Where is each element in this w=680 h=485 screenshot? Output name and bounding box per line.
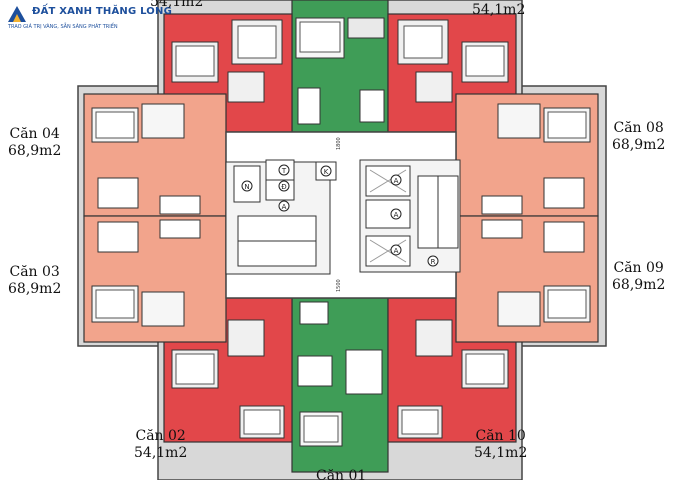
unit-green-bottom[interactable] xyxy=(291,297,389,473)
dimension-top: 1800 xyxy=(336,137,342,150)
mark-a4: A xyxy=(394,247,399,255)
dimension-bottom: 1500 xyxy=(336,279,342,292)
mark-a3: A xyxy=(394,211,399,219)
unit-red-bottom-left[interactable] xyxy=(163,297,293,443)
unit-area: 54,1m2 xyxy=(150,0,204,10)
unit-salmon-right-lower[interactable] xyxy=(455,215,599,343)
unit-name: Căn 03 xyxy=(9,264,60,280)
logo-mark-icon xyxy=(8,6,26,22)
mark-n: N xyxy=(244,183,249,191)
logo-tagline: TRAO GIÁ TRỊ VÀNG, SẴN SÀNG PHÁT TRIỂN xyxy=(8,24,118,30)
mark-a2: A xyxy=(394,177,399,185)
unit-area: 68,9m2 xyxy=(8,143,62,159)
logo: ĐẤT XANH THĂNG LONG TRAO GIÁ TRỊ VÀNG, S… xyxy=(4,2,172,38)
unit-label-can-09: Căn 09 68,9m2 xyxy=(612,260,665,294)
unit-green-top[interactable] xyxy=(291,0,389,133)
unit-area: 54,1m2 xyxy=(134,445,188,461)
unit-label-can-08: Căn 08 68,9m2 xyxy=(612,120,665,154)
unit-name: Căn 02 xyxy=(135,428,186,444)
unit-label-can-10: Căn 10 54,1m2 xyxy=(474,428,527,462)
unit-area: 54,1m2 xyxy=(472,2,526,18)
unit-label-can-01: Căn 01 xyxy=(316,468,366,485)
unit-label-top-right: 54,1m2 xyxy=(472,2,525,19)
unit-name: Căn 01 xyxy=(316,468,367,484)
unit-salmon-left-upper[interactable] xyxy=(83,93,227,217)
unit-label-can-02: Căn 02 54,1m2 xyxy=(134,428,187,462)
unit-label-can-03: Căn 03 68,9m2 xyxy=(8,264,61,298)
unit-area: 68,9m2 xyxy=(612,277,666,293)
unit-area: 68,9m2 xyxy=(612,137,666,153)
unit-salmon-left-lower[interactable] xyxy=(83,215,227,343)
building-core xyxy=(225,131,461,299)
unit-name: Căn 04 xyxy=(9,126,60,142)
unit-salmon-right-upper[interactable] xyxy=(455,93,599,217)
logo-brand: ĐẤT XANH THĂNG LONG xyxy=(32,6,172,17)
unit-area: 54,1m2 xyxy=(474,445,528,461)
mark-d: Đ xyxy=(281,183,287,191)
unit-area: 68,9m2 xyxy=(8,281,62,297)
mark-t: T xyxy=(281,167,287,175)
unit-name: Căn 08 xyxy=(613,120,664,136)
unit-name: Căn 09 xyxy=(613,260,664,276)
mark-a1: A xyxy=(282,203,287,211)
unit-label-top-left: 54,1m2 xyxy=(150,0,203,11)
mark-k: K xyxy=(324,168,329,176)
mark-r: R xyxy=(431,258,436,266)
unit-label-can-04: Căn 04 68,9m2 xyxy=(8,126,61,160)
unit-name: Căn 10 xyxy=(475,428,526,444)
